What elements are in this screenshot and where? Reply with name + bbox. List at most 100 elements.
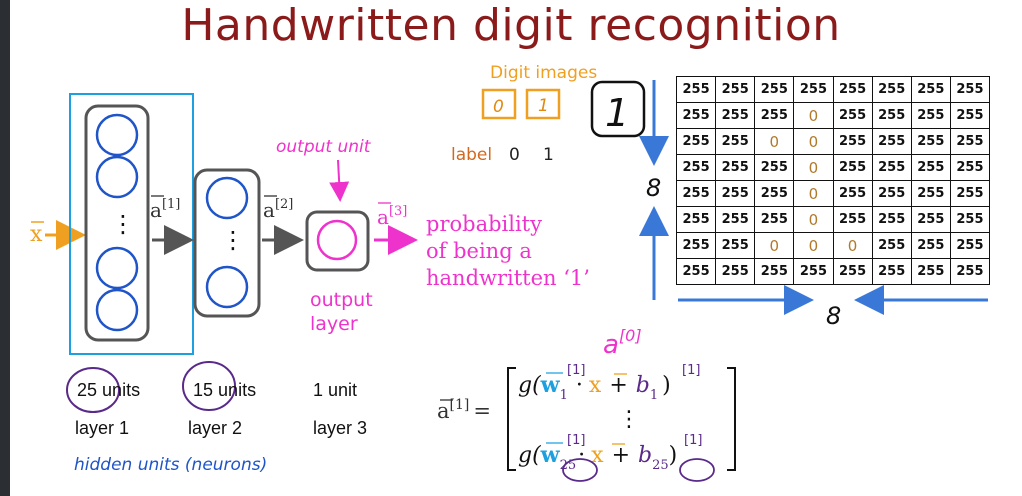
pixel-cell: 0 [754,232,795,259]
eq-circle-25-b [679,458,715,482]
layer2-dots: ⋮ [221,226,245,254]
output-layer-box [305,210,370,272]
pixel-cell: 255 [871,206,912,233]
pixel-cell: 255 [871,154,912,181]
layer2-neuron [205,176,249,220]
digit-image-1-glyph: 1 [538,96,549,116]
pixel-cell: 0 [832,232,873,259]
pixel-cell: 255 [675,76,717,103]
page-title: Handwritten digit recognition [181,0,841,51]
pixel-cell: 255 [832,102,873,129]
pixel-cell: 255 [675,206,717,233]
pixel-cell: 0 [793,154,834,181]
pixel-cell: 255 [754,180,795,207]
pixel-cell: 255 [871,232,912,259]
pixel-cell: 255 [832,128,873,155]
digit-image-0 [481,88,517,120]
output-layer-label: output layer [310,289,379,335]
grid-height-label: 8 [646,174,661,202]
layer2-box [193,168,261,318]
pixel-cell: 255 [715,76,756,103]
output-unit-note-arrow [329,159,350,202]
eq-row1-b-sup: [1] [682,363,700,378]
pixel-cell: 255 [754,154,795,181]
pixel-cell: 255 [949,76,991,103]
activation-a2-label: a[2] [263,197,293,222]
layer1-name: layer 1 [75,418,130,438]
pixel-cell: 255 [832,180,873,207]
pixel-cell: 255 [949,232,991,259]
pixel-cell: 255 [910,128,951,155]
digit-image-1 [525,88,561,120]
layer2-units: 15 units [193,380,257,400]
pixel-cell: 255 [715,154,756,181]
pixel-cell: 255 [949,154,991,181]
pixel-cell: 0 [793,180,834,207]
window-left-edge [0,0,10,496]
grid-width-label: 8 [826,302,841,330]
pixel-cell: 255 [910,154,951,181]
layer1-units: 25 units [77,380,141,400]
activation-a1-label: a[1] [150,197,180,222]
pixel-cell: 255 [832,206,873,233]
layer3-units: 1 unit [313,380,358,400]
layer1-highlight-box [69,93,194,355]
layer1-box [84,104,150,342]
pixel-cell: 255 [949,206,991,233]
pixel-cell: 255 [754,102,795,129]
pixel-cell: 255 [949,128,991,155]
pixel-cell: 0 [793,128,834,155]
eq-vdots: ⋮ [618,407,640,432]
pixel-cell: 255 [754,258,795,285]
pixel-cell: 255 [715,232,756,259]
layer1-dots: ⋮ [111,210,135,238]
pixel-cell: 255 [871,180,912,207]
pixel-cell: 255 [715,102,756,129]
pixel-cell: 255 [675,180,717,207]
pixel-cell: 255 [910,102,951,129]
eq-lhs: a[1]= [437,397,491,423]
pixel-cell: 255 [910,232,951,259]
output-neuron [316,219,358,261]
input-x-label: x [30,222,43,247]
hidden-units-note: hidden units (neurons) [74,455,268,475]
pixel-cell: 255 [675,128,717,155]
pixel-cell: 255 [754,206,795,233]
layer1-neuron [95,113,139,157]
activation-a3-label: a[3] [377,204,407,229]
eq-row1-w-sup: [1] [567,363,585,378]
pixel-cell: 255 [832,154,873,181]
pixel-cell: 255 [910,76,951,103]
layer1-neuron [95,246,139,290]
layer2-name: layer 2 [188,418,243,438]
label-value-0: 0 [509,145,520,165]
big-digit-glyph: 1 [605,91,629,135]
pixel-cell: 255 [675,232,717,259]
pixel-cell: 255 [715,180,756,207]
output-unit-note: output unit [276,137,372,157]
pixel-cell: 255 [793,258,834,285]
units-circle-25 [66,367,120,413]
pixel-cell: 0 [793,232,834,259]
pixel-cell: 0 [754,128,795,155]
pixel-cell: 255 [715,206,756,233]
pixel-cell: 255 [715,258,756,285]
pixel-cell: 255 [871,76,912,103]
label-value-1: 1 [543,145,554,165]
pixel-cell: 255 [754,76,795,103]
pixel-cell: 255 [910,258,951,285]
digit-image-0-glyph: 0 [493,97,504,117]
eq-row25-w-sup: [1] [567,433,585,448]
pixel-cell: 255 [871,102,912,129]
pixel-cell: 255 [715,128,756,155]
pixel-cell: 255 [949,180,991,207]
